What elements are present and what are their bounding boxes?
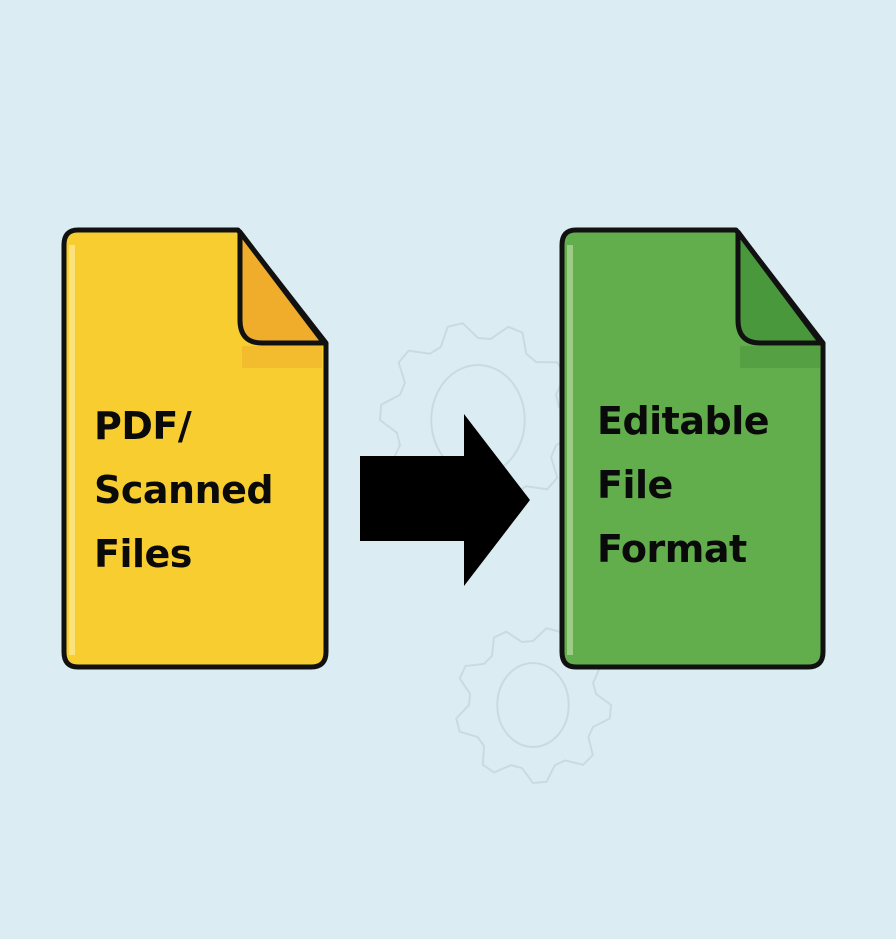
target-label-line: Format — [597, 527, 747, 571]
source-label-line: Files — [94, 532, 192, 576]
source-document-icon — [61, 227, 329, 670]
arrow-right-icon — [360, 414, 530, 586]
source-document-label: PDF/ Scanned Files — [94, 394, 274, 586]
gear-hole — [496, 662, 570, 748]
source-label-line: Scanned — [94, 468, 274, 512]
target-document-icon — [559, 227, 826, 670]
target-label-line: Editable — [597, 399, 770, 443]
target-document-label: Editable File Format — [597, 389, 770, 581]
source-label-line: PDF/ — [94, 404, 192, 448]
target-label-line: File — [597, 463, 673, 507]
